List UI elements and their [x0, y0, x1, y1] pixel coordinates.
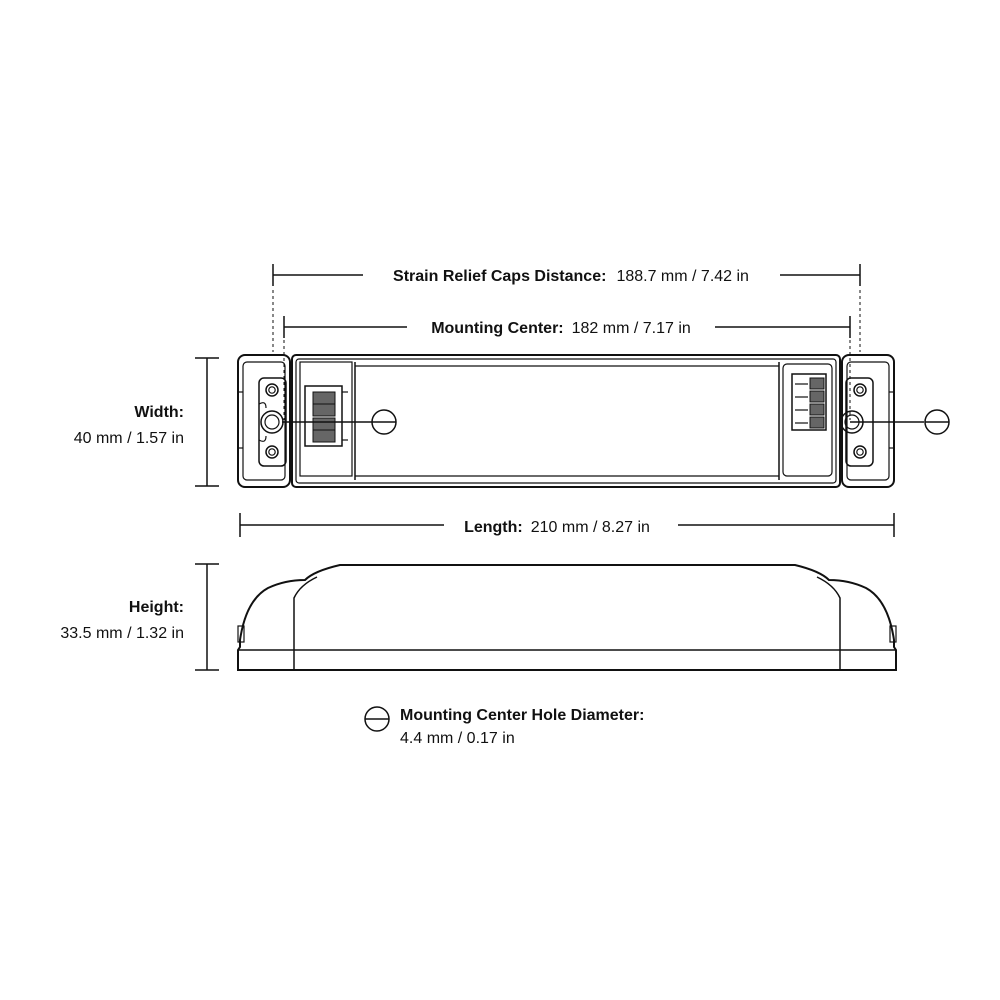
- right-end-cap: [840, 354, 895, 488]
- width-label: Width:: [134, 404, 184, 421]
- height-label: Height:: [129, 599, 184, 616]
- width-dimension: [195, 357, 219, 487]
- strain-relief-dimension-text: Strain Relief Caps Distance: 188.7 mm / 7…: [393, 268, 749, 285]
- strain-relief-label: Strain Relief Caps Distance:: [393, 268, 606, 285]
- top-view: [237, 354, 924, 488]
- height-value: 33.5 mm / 1.32 in: [60, 625, 184, 642]
- length-label: Length:: [464, 519, 523, 536]
- hole-diameter-symbol: [364, 706, 390, 732]
- hole-diameter-value: 4.4 mm / 0.17 in: [400, 730, 515, 747]
- main-body: [291, 354, 841, 488]
- mounting-center-dimension: [283, 316, 851, 420]
- left-end-cap: [237, 354, 291, 488]
- mounting-center-dimension-text: Mounting Center: 182 mm / 7.17 in: [431, 320, 691, 337]
- strain-relief-dimension: [272, 264, 861, 352]
- length-value: 210 mm / 8.27 in: [531, 519, 650, 536]
- height-dimension: [195, 563, 219, 671]
- width-value: 40 mm / 1.57 in: [74, 430, 184, 447]
- mounting-center-value: 182 mm / 7.17 in: [572, 320, 691, 337]
- mounting-center-label: Mounting Center:: [431, 320, 563, 337]
- hole-diameter-label: Mounting Center Hole Diameter:: [400, 707, 644, 724]
- strain-relief-value: 188.7 mm / 7.42 in: [616, 268, 749, 285]
- right-terminal-block: [782, 363, 833, 477]
- length-dimension-text: Length: 210 mm / 8.27 in: [464, 519, 650, 536]
- left-terminal-block: [299, 361, 353, 477]
- mounting-hole-symbol-right: [924, 409, 950, 435]
- side-body-outline: [237, 564, 897, 671]
- mounting-hole-symbol-left: [371, 409, 397, 435]
- length-dimension: [239, 513, 895, 537]
- side-view: [237, 564, 897, 671]
